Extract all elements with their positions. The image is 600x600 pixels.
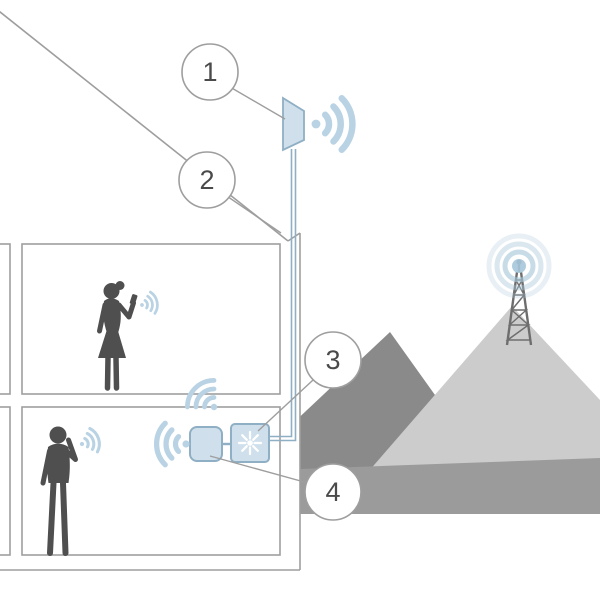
man-left-arm bbox=[40, 448, 52, 486]
callout-3-label: 3 bbox=[325, 345, 340, 375]
tower-zigzag bbox=[507, 279, 530, 341]
foothill-band bbox=[300, 458, 600, 514]
woman-leg-left bbox=[104, 355, 111, 391]
room-upper bbox=[21, 243, 281, 395]
mountains bbox=[300, 233, 600, 514]
mountain-light bbox=[368, 306, 600, 472]
callout-4: 4 bbox=[304, 463, 362, 521]
callout-2: 2 bbox=[178, 151, 236, 209]
outdoor-signal-waves-icon bbox=[312, 98, 353, 149]
indoor-antenna bbox=[157, 375, 231, 465]
room-fragment-upper bbox=[0, 243, 11, 395]
woman-skirt bbox=[98, 331, 126, 358]
outdoor-antenna-icon bbox=[282, 96, 305, 152]
woman-leg-right bbox=[113, 355, 120, 391]
woman-on-phone-silhouette bbox=[97, 281, 138, 391]
coax-cable bbox=[269, 149, 297, 442]
callout-1: 1 bbox=[181, 43, 239, 101]
callout-3-circle bbox=[304, 331, 362, 389]
room-fragment-lower bbox=[0, 406, 11, 556]
eave-line bbox=[287, 232, 301, 242]
tower-signal-rings-icon bbox=[486, 233, 552, 299]
man-torso bbox=[47, 443, 70, 483]
woman-phone bbox=[129, 294, 138, 305]
man-leg-right bbox=[60, 480, 69, 556]
callout-4-circle bbox=[304, 463, 362, 521]
rooms bbox=[0, 243, 281, 556]
woman-phone-arm bbox=[116, 300, 136, 320]
house-outline bbox=[0, 10, 301, 571]
indoor-antenna-icon bbox=[189, 426, 223, 462]
woman-hair-bun bbox=[115, 281, 125, 290]
callout-1-label: 1 bbox=[202, 57, 217, 87]
callout-4-label: 4 bbox=[325, 477, 340, 507]
man-head bbox=[49, 426, 67, 444]
man-on-phone-silhouette bbox=[40, 426, 78, 556]
woman-head bbox=[103, 283, 120, 299]
signal-booster bbox=[230, 423, 270, 463]
booster-splash-icon bbox=[237, 430, 263, 456]
woman-torso bbox=[103, 298, 121, 333]
woman-left-arm bbox=[97, 302, 108, 334]
callout-1-circle bbox=[181, 43, 239, 101]
man-leg-left bbox=[47, 480, 57, 556]
man-phone-arm bbox=[63, 437, 78, 462]
callout-2-label: 2 bbox=[199, 165, 214, 195]
roof-line bbox=[0, 10, 289, 242]
outdoor-antenna bbox=[282, 96, 353, 152]
callout-3: 3 bbox=[304, 331, 362, 389]
callout-2-circle bbox=[178, 151, 236, 209]
